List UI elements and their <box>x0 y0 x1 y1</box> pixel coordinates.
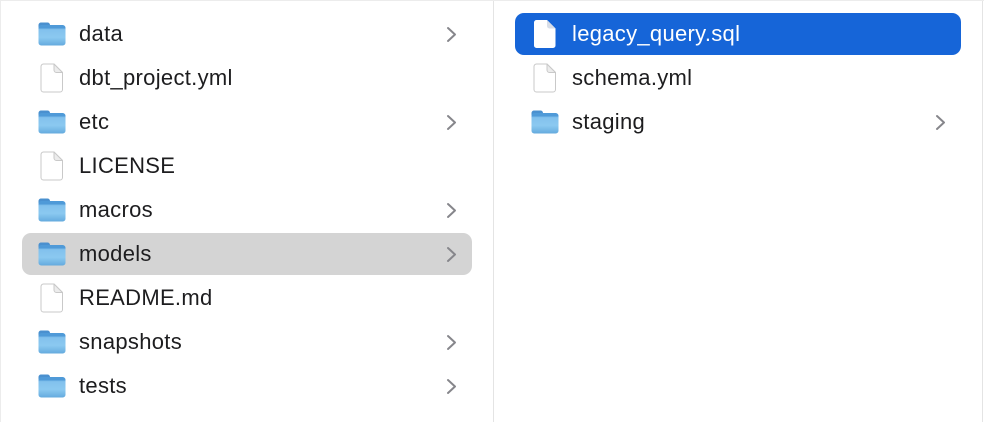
inactive-selection-highlight <box>22 233 472 275</box>
folder-row-models[interactable]: models <box>1 232 493 276</box>
item-label: snapshots <box>79 329 182 354</box>
item-label: staging <box>572 109 646 134</box>
document-icon <box>37 150 67 182</box>
item-label: data <box>79 21 124 46</box>
chevron-right-icon <box>445 245 457 263</box>
file-row-schema-yml[interactable]: schema.yml <box>494 56 982 100</box>
item-label: schema.yml <box>572 65 693 90</box>
folder-row-etc[interactable]: etc <box>1 100 493 144</box>
item-label: README.md <box>79 285 213 310</box>
chevron-right-icon <box>445 25 457 43</box>
item-label: tests <box>79 373 127 398</box>
folder-row-staging[interactable]: staging <box>494 100 982 144</box>
folder-icon <box>530 106 560 138</box>
document-icon <box>530 18 560 50</box>
file-row-license[interactable]: LICENSE <box>1 144 493 188</box>
chevron-right-icon <box>445 113 457 131</box>
folder-icon <box>37 18 67 50</box>
folder-icon <box>37 326 67 358</box>
document-icon <box>37 282 67 314</box>
folder-icon <box>37 238 67 270</box>
column-divider[interactable] <box>493 1 494 422</box>
file-row-legacy-query-sql[interactable]: legacy_query.sql <box>494 12 982 56</box>
item-label: dbt_project.yml <box>79 65 233 90</box>
browser-column-2: legacy_query.sql schema.yml staging <box>494 1 982 422</box>
document-icon <box>530 62 560 94</box>
file-row-dbt-project-yml[interactable]: dbt_project.yml <box>1 56 493 100</box>
folder-icon <box>37 194 67 226</box>
item-label: models <box>79 241 152 266</box>
chevron-right-icon <box>445 333 457 351</box>
folder-row-data[interactable]: data <box>1 12 493 56</box>
active-selection-highlight <box>515 13 961 55</box>
folder-icon <box>37 106 67 138</box>
column-divider[interactable] <box>982 1 983 422</box>
item-label: LICENSE <box>79 153 176 178</box>
document-icon <box>37 62 67 94</box>
folder-row-macros[interactable]: macros <box>1 188 493 232</box>
item-label: etc <box>79 109 110 134</box>
file-row-readme-md[interactable]: README.md <box>1 276 493 320</box>
folder-icon <box>37 370 67 402</box>
folder-row-tests[interactable]: tests <box>1 364 493 408</box>
item-label: macros <box>79 197 153 222</box>
item-label: legacy_query.sql <box>572 21 741 46</box>
chevron-right-icon <box>445 377 457 395</box>
folder-row-snapshots[interactable]: snapshots <box>1 320 493 364</box>
chevron-right-icon <box>445 201 457 219</box>
chevron-right-icon <box>934 113 946 131</box>
